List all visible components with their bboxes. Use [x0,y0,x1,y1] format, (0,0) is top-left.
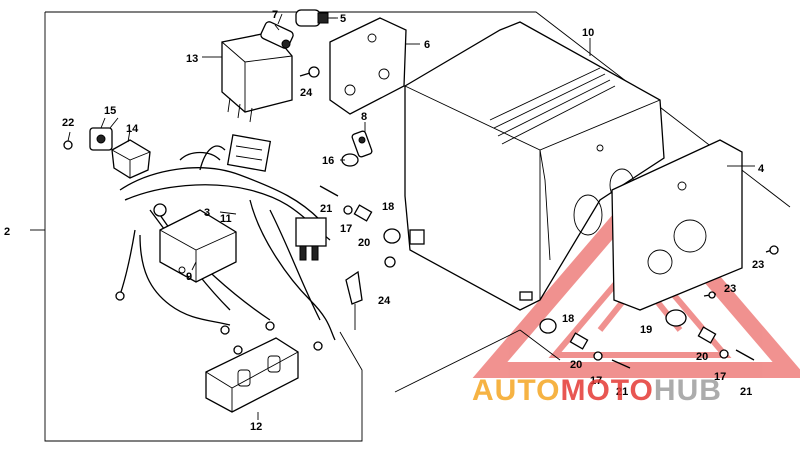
callout-label: 16 [322,155,334,167]
callout-label: 24 [300,87,313,99]
connector-7 [260,21,294,49]
grommet-18-right [539,318,557,334]
callout-label: 14 [126,123,139,135]
cap-19 [665,309,687,327]
callout-label: 19 [640,324,652,336]
bolt-24-upper [299,66,320,78]
callout-label: 6 [424,39,430,51]
panel-4 [611,139,755,311]
washer-17-a [593,351,603,361]
callout-label: 10 [582,27,594,39]
callout-label: 13 [186,53,198,65]
bolt-23-a [765,245,779,255]
callout-label: 9 [186,271,192,283]
callout-label: 23 [752,259,764,271]
washer-17-b [719,349,729,359]
svg-text:AUTOMOTOHUB: AUTOMOTOHUB [472,374,722,407]
spacer-20-mid [353,204,373,222]
callout-label: 15 [104,105,116,117]
callout-label: 20 [570,359,582,371]
outlet-12 [205,337,299,420]
callout-label: 21 [616,386,628,398]
callout-label: 20 [696,351,708,363]
wiring-harness-2 [115,134,336,355]
callout-label: 17 [590,375,602,387]
bolt-21-mid [319,185,339,197]
watermark-wordmark: AUTOMOTOHUB [472,374,722,407]
switch-5 [295,9,338,27]
callout-label: 5 [340,13,346,25]
bolt-23-b [703,291,717,299]
callout-label: 2 [4,226,10,238]
bolt-21-b [735,349,755,361]
assembly-outline [30,11,791,442]
connector-15 [89,117,113,151]
callout-label: 8 [361,111,367,123]
bolt-21-a [611,359,631,369]
plate-6 [329,17,420,115]
screw-22 [63,131,73,150]
callout-label: 18 [562,313,574,325]
callout-label: 7 [272,9,278,21]
callout-label: 12 [250,421,262,433]
callout-labels: 2 3 4 5 6 7 8 9 10 11 12 13 14 15 16 17 … [4,9,765,433]
callout-label: 18 [382,201,394,213]
regulator-3 [159,209,237,283]
callout-label: 17 [714,371,726,383]
leader-lines [109,13,742,271]
callout-label: 22 [62,117,74,129]
cover-box-10 [404,21,665,311]
spacer-20-a [569,332,589,350]
callout-label: 24 [378,295,391,307]
grommet-18-mid [383,228,401,244]
watermark-part1: AUTO [472,374,560,407]
callout-label: 17 [340,223,352,235]
connector-8 [351,122,373,158]
callout-label: 21 [740,386,752,398]
watermark-part2: MOTO [560,374,653,407]
bolt-24-mid [384,256,396,268]
callout-label: 20 [358,237,370,249]
callout-label: 23 [724,283,736,295]
switch-14 [111,139,151,179]
spacer-20-b [697,326,717,344]
callout-label: 21 [320,203,332,215]
washer-17-mid [343,205,353,215]
bracket-part [345,270,363,330]
watermark-part3: HUB [654,374,722,407]
callout-label: 3 [204,207,210,219]
callout-label: 11 [220,213,232,225]
callout-label: 4 [758,163,765,175]
